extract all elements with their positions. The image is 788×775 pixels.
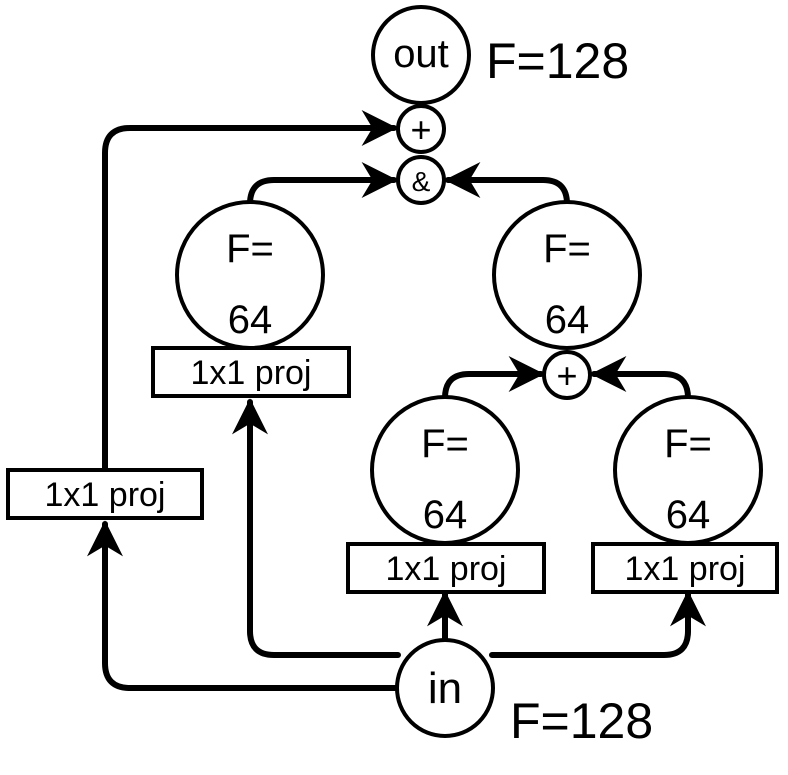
skip-proj-label: 1x1 proj [45,476,166,514]
sum-op-top [396,104,446,154]
edge-right-to-concat [444,162,570,207]
inner-right-proj-box [591,542,779,594]
concat-op [396,155,446,205]
inner-left-proj-label: 1x1 proj [386,550,507,588]
skip-proj-box [6,468,204,520]
edge-skip-proj-to-sum [102,110,398,471]
inner-left-bottom-label: 64 [423,493,468,537]
output-filters-label: F=128 [486,33,629,89]
inner-right-top-label: F= [664,422,712,466]
right-merge-top-label: F= [543,227,591,271]
right-merge-node [492,200,642,350]
inner-left-top-label: F= [421,422,469,466]
input-node-label: in [428,664,462,713]
left-branch-bottom-label: 64 [228,298,273,342]
left-branch-proj-label: 1x1 proj [191,354,312,392]
right-merge-bottom-label: 64 [545,298,590,342]
edge-in-to-inner-right-proj [489,590,706,658]
input-node [395,638,495,738]
concat-op-symbol: & [412,166,431,197]
output-node [371,5,471,105]
edges [87,110,706,691]
input-filters-label: F=128 [510,693,653,749]
edge-in-to-skip-proj [87,520,401,691]
edge-inner-left-to-sum [442,356,545,401]
inner-right-proj-label: 1x1 proj [625,550,746,588]
output-node-label: out [393,32,449,76]
sum-op-top-symbol: + [410,109,431,150]
inner-left-proj-box [346,542,546,594]
inner-right-bottom-label: 64 [666,493,711,537]
edge-in-to-left-proj [232,398,401,658]
edge-left-to-concat [247,162,398,207]
left-branch-top-label: F= [226,227,274,271]
sum-op-inner [542,350,592,400]
sum-op-inner-symbol: + [556,355,577,396]
left-branch-proj-box [151,346,351,398]
edge-inner-right-to-sum [590,356,691,401]
